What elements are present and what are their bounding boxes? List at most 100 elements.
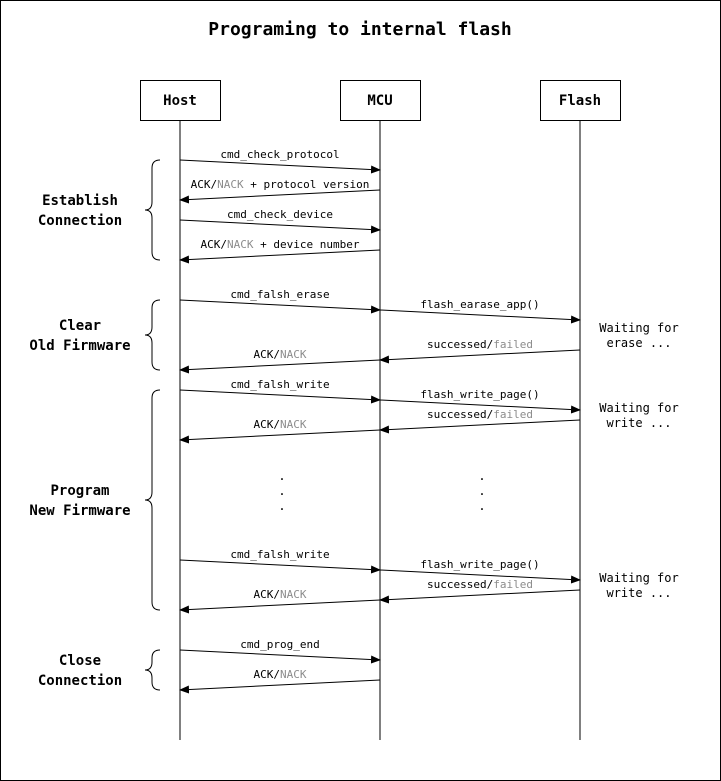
message-label-part: cmd_falsh_erase <box>230 288 329 301</box>
ellipsis-dot: . <box>478 484 485 498</box>
phase-brace <box>144 159 161 261</box>
participant-box <box>140 80 221 121</box>
flash-note: Waiting forwrite ... <box>599 571 678 600</box>
message-label-part: flash_write_page() <box>420 558 539 571</box>
phase-brace <box>144 299 161 371</box>
message-arrow <box>179 599 381 614</box>
ellipsis-dot: . <box>278 469 285 483</box>
message-ack-nack: ACK/NACK <box>179 668 381 694</box>
message-label-alt: NACK <box>280 418 307 431</box>
ellipsis-dot: . <box>278 484 285 498</box>
flash-note-line: erase ... <box>606 336 671 350</box>
phase-label-line: New Firmware <box>29 503 130 519</box>
message-arrow <box>179 389 381 404</box>
phase-label-line: Clear <box>59 318 101 334</box>
message-arrow <box>179 429 381 444</box>
diagram-title: Programing to internal flash <box>208 19 511 40</box>
message-label-alt: NACK <box>227 238 254 251</box>
participant-box <box>340 80 421 121</box>
message-label-alt: failed <box>493 578 533 591</box>
message-arrow <box>379 399 581 414</box>
flash-note: Waiting forwrite ... <box>599 401 678 430</box>
message-successed-failed: successed/failed <box>379 338 581 364</box>
message-arrow <box>379 349 581 364</box>
participant-label: Host <box>163 93 197 109</box>
message-cmd-check-device: cmd_check_device <box>179 208 381 234</box>
phase-label-line: Establish <box>42 193 118 209</box>
message-ack-nack: ACK/NACK <box>179 588 381 614</box>
participant-label: MCU <box>367 93 392 109</box>
message-arrow <box>179 219 381 234</box>
message-label-part: ACK/ <box>201 238 228 251</box>
message-arrow <box>379 419 581 434</box>
message-label-part: ACK/ <box>191 178 218 191</box>
message-label-part: cmd_check_device <box>227 208 333 221</box>
message-label-alt: NACK <box>280 588 307 601</box>
ellipsis-dot: . <box>278 499 285 513</box>
ellipsis-column: ... <box>478 469 485 513</box>
message-flash-write-page: flash_write_page() <box>379 558 581 584</box>
flash-note-line: write ... <box>606 416 671 430</box>
message-label: cmd_check_protocol <box>220 148 339 161</box>
phase-label-line: Old Firmware <box>29 338 130 354</box>
message-label-part: ACK/ <box>254 668 281 681</box>
message-label: flash_write_page() <box>420 558 539 571</box>
message-label-part: cmd_check_protocol <box>220 148 339 161</box>
message-ack-nack-protocol-version: ACK/NACK + protocol version <box>179 178 381 204</box>
ellipsis-dot: . <box>478 499 485 513</box>
message-ack-nack: ACK/NACK <box>179 418 381 444</box>
message-label: ACK/NACK <box>254 668 307 681</box>
message-arrow <box>179 249 381 264</box>
message-ack-nack: ACK/NACK <box>179 348 381 374</box>
message-label: ACK/NACK + device number <box>201 238 360 251</box>
message-label-part: cmd_falsh_write <box>230 378 329 391</box>
message-label-part: cmd_falsh_write <box>230 548 329 561</box>
message-arrow <box>179 649 381 664</box>
phase-brace <box>144 389 161 611</box>
message-cmd-falsh-write: cmd_falsh_write <box>179 548 381 574</box>
message-cmd-falsh-erase: cmd_falsh_erase <box>179 288 381 314</box>
message-label-part: successed/ <box>427 408 493 421</box>
message-label: flash_earase_app() <box>420 298 539 311</box>
message-label-part: + device number <box>254 238 360 251</box>
participant-host: Host <box>140 80 221 121</box>
message-arrow <box>179 559 381 574</box>
message-ack-nack-device-number: ACK/NACK + device number <box>179 238 381 264</box>
message-arrow <box>179 189 381 204</box>
message-label: ACK/NACK <box>254 588 307 601</box>
flash-note-line: Waiting for <box>599 321 678 335</box>
message-label: cmd_check_device <box>227 208 333 221</box>
message-label: cmd_falsh_write <box>230 378 329 391</box>
message-arrow <box>379 569 581 584</box>
message-label-part: ACK/ <box>254 348 281 361</box>
message-arrow <box>379 589 581 604</box>
flash-note-line: write ... <box>606 586 671 600</box>
message-label: ACK/NACK <box>254 348 307 361</box>
message-label: successed/failed <box>427 408 533 421</box>
message-label: cmd_prog_end <box>240 638 319 651</box>
ellipsis-column: ... <box>278 469 285 513</box>
message-arrow <box>379 309 581 324</box>
message-arrow <box>179 299 381 314</box>
message-label-part: ACK/ <box>254 588 281 601</box>
message-arrow <box>179 159 381 174</box>
message-label-alt: failed <box>493 338 533 351</box>
message-label-part: ACK/ <box>254 418 281 431</box>
message-cmd-check-protocol: cmd_check_protocol <box>179 148 381 174</box>
message-label-alt: NACK <box>217 178 244 191</box>
message-label: cmd_falsh_write <box>230 548 329 561</box>
message-label-part: cmd_prog_end <box>240 638 319 651</box>
message-label-alt: NACK <box>280 668 307 681</box>
message-label-part: flash_write_page() <box>420 388 539 401</box>
message-arrow <box>179 679 381 694</box>
message-label-alt: failed <box>493 408 533 421</box>
participant-box <box>540 80 621 121</box>
message-label-part: flash_earase_app() <box>420 298 539 311</box>
message-flash-write-page: flash_write_page() <box>379 388 581 414</box>
phase-brace <box>144 649 161 691</box>
message-label: ACK/NACK <box>254 418 307 431</box>
flash-note-line: Waiting for <box>599 401 678 415</box>
message-cmd-prog-end: cmd_prog_end <box>179 638 381 664</box>
